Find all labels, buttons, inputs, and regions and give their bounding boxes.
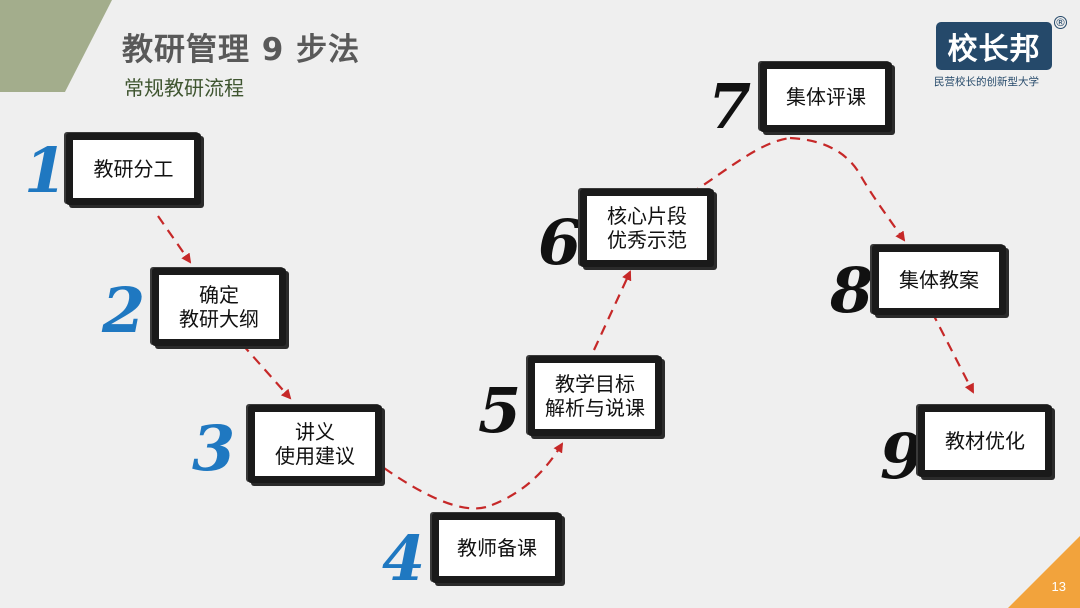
step-number-9: 9 bbox=[880, 420, 924, 493]
step-number-4: 4 bbox=[382, 522, 426, 595]
step-label: 使用建议 bbox=[275, 444, 355, 468]
step-number-7: 7 bbox=[708, 70, 752, 143]
arrow-5-to-6 bbox=[593, 270, 632, 351]
arrow-2-to-3 bbox=[241, 343, 292, 400]
step-label: 集体教案 bbox=[899, 268, 979, 292]
step-number-2: 2 bbox=[102, 274, 146, 347]
step-box-7: 集体评课 bbox=[760, 62, 892, 132]
step-label: 教研大纲 bbox=[179, 307, 259, 331]
arrow-1-to-2 bbox=[157, 215, 192, 264]
step-box-8: 集体教案 bbox=[872, 245, 1006, 315]
step-number-1: 1 bbox=[24, 134, 68, 207]
step-label: 优秀示范 bbox=[607, 228, 687, 252]
step-number-8: 8 bbox=[830, 254, 874, 327]
arrow-7-to-8 bbox=[789, 136, 906, 242]
registered-mark-icon: ® bbox=[1054, 16, 1067, 29]
step-box-9: 教材优化 bbox=[918, 405, 1052, 477]
step-box-2: 确定 教研大纲 bbox=[152, 268, 286, 346]
step-label: 教学目标 bbox=[555, 372, 635, 396]
step-label: 讲义 bbox=[295, 420, 335, 444]
page-title: 教研管理 9 步法 bbox=[122, 32, 361, 68]
step-label: 核心片段 bbox=[607, 204, 687, 228]
step-box-3: 讲义 使用建议 bbox=[248, 405, 382, 483]
step-number-5: 5 bbox=[478, 374, 522, 447]
arrow-4-to-5 bbox=[491, 442, 564, 507]
arrow-8-to-9 bbox=[931, 311, 974, 394]
step-label: 解析与说课 bbox=[545, 396, 645, 420]
step-label: 教研分工 bbox=[93, 157, 174, 181]
step-number-6: 6 bbox=[538, 206, 582, 279]
step-label: 集体评课 bbox=[786, 85, 866, 109]
logo: 校长邦 bbox=[936, 22, 1052, 70]
step-box-6: 核心片段 优秀示范 bbox=[580, 189, 714, 267]
step-box-4: 教师备课 bbox=[432, 513, 562, 583]
arrow-3-to-4 bbox=[383, 467, 493, 510]
page-subtitle: 常规教研流程 bbox=[124, 76, 244, 100]
arrow-6-to-7 bbox=[689, 136, 791, 195]
step-box-1: 教研分工 bbox=[66, 133, 201, 205]
step-number-3: 3 bbox=[192, 412, 236, 485]
step-label: 教材优化 bbox=[945, 429, 1025, 453]
step-label: 教师备课 bbox=[457, 536, 537, 560]
page-number: 13 bbox=[1051, 579, 1066, 594]
step-box-5: 教学目标 解析与说课 bbox=[528, 356, 662, 436]
logo-tagline: 民营校长的创新型大学 bbox=[934, 76, 1039, 88]
step-label: 确定 bbox=[199, 283, 239, 307]
